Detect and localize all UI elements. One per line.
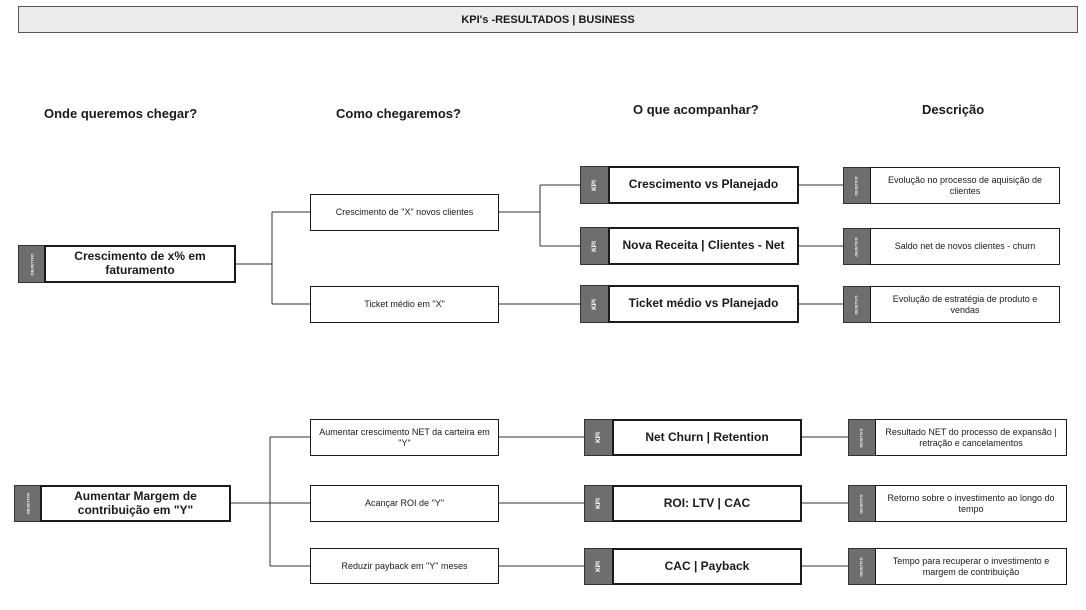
objective-box: Aumentar Margem de contribuição em "Y" (40, 485, 231, 522)
strategy-box: Crescimento de "X" novos clientes (310, 194, 499, 231)
kpi-tag: KPI (580, 285, 609, 323)
kpi-tag-text: KPI (591, 240, 598, 252)
column-header-track: O que acompanhar? (633, 102, 759, 117)
description-tag-text: OBJETIVO (855, 175, 859, 196)
objective-box: Crescimento de x% em faturamento (44, 245, 236, 283)
kpi-box: Nova Receita | Clientes - Net (608, 227, 799, 265)
kpi-box: Crescimento vs Planejado (608, 166, 799, 204)
column-header-goal: Onde queremos chegar? (44, 106, 198, 121)
description-tag: OBJETIVO (843, 167, 871, 204)
kpi-tag-text: KPI (595, 561, 602, 572)
strategy-box: Aumentar crescimento NET da carteira em … (310, 419, 499, 456)
kpi-tag: KPI (584, 419, 613, 456)
description-box: Resultado NET do processo de expansão | … (875, 419, 1067, 456)
description-box: Evolução de estratégia de produto e vend… (870, 286, 1060, 323)
objective-tag: OBJETIVO (18, 245, 45, 283)
kpi-tag-text: KPI (591, 179, 598, 191)
kpi-tag: KPI (584, 485, 613, 522)
strategy-box: Acançar ROI de "Y" (310, 485, 499, 522)
description-tag: OBJETIVO (848, 548, 876, 585)
description-tag-text: OBJETIVO (860, 493, 864, 514)
description-tag-text: OBJETIVO (855, 294, 859, 315)
description-box: Evolução no processo de aquisição de cli… (870, 167, 1060, 204)
kpi-box: ROI: LTV | CAC (612, 485, 802, 522)
kpi-box: Ticket médio vs Planejado (608, 285, 799, 323)
column-header-how: Como chegaremos? (336, 106, 461, 121)
kpi-tag-text: KPI (595, 432, 602, 443)
page-title: KPI's -RESULTADOS | BUSINESS (18, 6, 1078, 33)
strategy-box: Reduzir payback em "Y" meses (310, 548, 499, 584)
kpi-tag-text: KPI (591, 298, 598, 310)
kpi-tag: KPI (580, 227, 609, 265)
description-box: Saldo net de novos clientes - churn (870, 228, 1060, 265)
description-tag: OBJETIVO (843, 228, 871, 265)
kpi-tag-text: KPI (595, 498, 602, 509)
objective-tag-text: OBJETIVO (24, 492, 30, 515)
description-box: Tempo para recuperar o investimento e ma… (875, 548, 1067, 585)
objective-tag: OBJETIVO (14, 485, 41, 522)
description-tag: OBJETIVO (848, 485, 876, 522)
description-tag: OBJETIVO (848, 419, 876, 456)
objective-tag-text: OBJETIVO (28, 253, 34, 275)
kpi-tag: KPI (580, 166, 609, 204)
column-header-description: Descrição (922, 102, 985, 117)
description-tag: OBJETIVO (843, 286, 871, 323)
kpi-box: CAC | Payback (612, 548, 802, 585)
description-box: Retorno sobre o investimento ao longo do… (875, 485, 1067, 522)
kpi-box: Net Churn | Retention (612, 419, 802, 456)
kpi-tag: KPI (584, 548, 613, 585)
strategy-box: Ticket médio em "X" (310, 286, 499, 323)
description-tag-text: OBJETIVO (860, 556, 864, 577)
description-tag-text: OBJETIVO (860, 427, 864, 448)
description-tag-text: OBJETIVO (855, 236, 859, 257)
